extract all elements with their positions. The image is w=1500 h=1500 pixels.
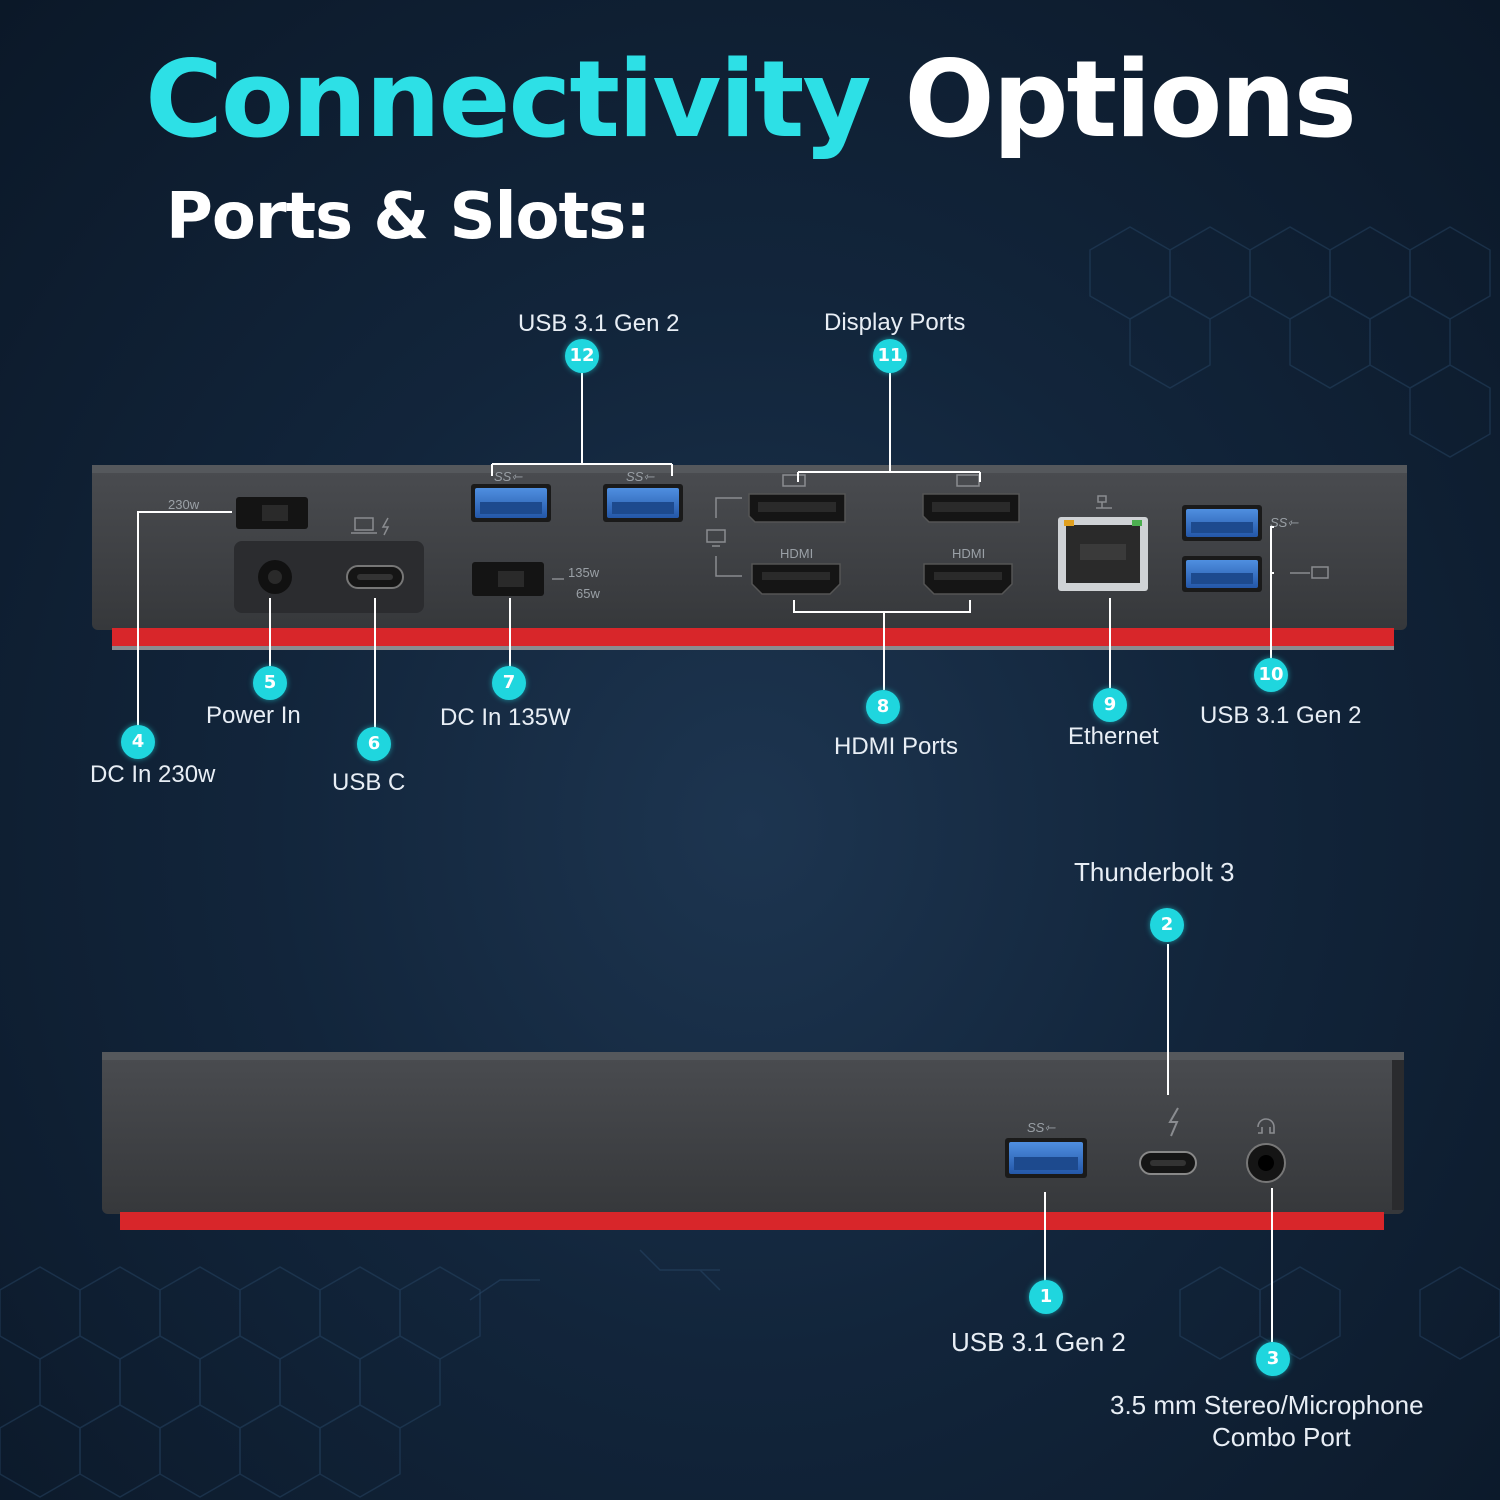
callout-badge-12: 12	[565, 339, 599, 373]
svg-text:SS⇽: SS⇽	[626, 469, 655, 484]
usb-port-12a	[471, 484, 551, 522]
rear-red-stripe	[112, 628, 1394, 646]
thunderbolt-port	[1139, 1151, 1197, 1175]
callout-label-thunderbolt-3: Thunderbolt 3	[1074, 857, 1235, 887]
title-accent: Connectivity	[145, 38, 871, 161]
callout-label-dc-in-230w: DC In 230w	[90, 761, 216, 788]
callout-badge-10: 10	[1254, 658, 1288, 692]
displayport-left	[748, 493, 846, 523]
callout-label-audio-line1: 3.5 mm Stereo/Microphone	[1110, 1390, 1424, 1420]
title-rest: Options	[904, 38, 1357, 161]
hdmi-port-right	[923, 563, 1013, 595]
callout-badge-8: 8	[866, 690, 900, 724]
callout-label-usb-3-1-gen-2-top: USB 3.1 Gen 2	[518, 310, 680, 337]
hdmi-port-left	[751, 563, 841, 595]
marking-230w: 230w	[168, 497, 200, 512]
svg-text:SS⇽: SS⇽	[494, 469, 523, 484]
laptop-icon	[351, 517, 377, 534]
network-icon	[1096, 495, 1112, 509]
callout-badge-7: 7	[492, 666, 526, 700]
callout-label-dc-in-135w: DC In 135W	[440, 704, 571, 731]
callout-label-usb-3-1-gen-2-right: USB 3.1 Gen 2	[1200, 702, 1362, 729]
callout-label-ethernet: Ethernet	[1068, 723, 1159, 750]
front-panel-body	[102, 1052, 1404, 1214]
callout-label-usb-3-1-gen-2-front: USB 3.1 Gen 2	[951, 1327, 1126, 1357]
ethernet-port	[1058, 517, 1148, 591]
audio-jack-port	[1246, 1143, 1286, 1183]
marking-65w: 65w	[576, 586, 600, 601]
callout-label-power-in: Power In	[206, 702, 301, 729]
callout-badge-3: 3	[1256, 1342, 1290, 1376]
rear-panel-device: 230w SS⇽ SS⇽ 135w 65w	[92, 465, 1407, 650]
callout-label-audio-line2: Combo Port	[1212, 1422, 1351, 1452]
callout-badge-11: 11	[873, 339, 907, 373]
callout-badge-2: 2	[1150, 908, 1184, 942]
svg-text:SS⇽: SS⇽	[1027, 1120, 1056, 1135]
callout-badge-4: 4	[121, 725, 155, 759]
front-usb-port	[1005, 1138, 1087, 1178]
usb-port-10b	[1182, 556, 1262, 592]
callout-badge-5: 5	[253, 666, 287, 700]
page-title: Connectivity Options	[0, 38, 1500, 161]
usb-port-12b	[603, 484, 683, 522]
headset-icon	[1257, 1118, 1275, 1134]
callout-badge-6: 6	[357, 727, 391, 761]
front-red-stripe	[120, 1212, 1384, 1230]
battery-icon	[1311, 566, 1329, 579]
callout-label-usb-c: USB C	[332, 769, 406, 796]
monitor-icon	[706, 497, 742, 577]
callout-label-display-ports: Display Ports	[824, 309, 966, 336]
marking-hdmi-left: HDMI	[780, 546, 813, 561]
callout-label-hdmi-ports: HDMI Ports	[834, 733, 959, 760]
svg-text:SS⇽: SS⇽	[1270, 515, 1299, 530]
marking-135w: 135w	[568, 565, 600, 580]
lightning-icon	[381, 517, 390, 536]
displayport-right	[922, 493, 1020, 523]
callout-lines	[137, 373, 1274, 1342]
usb-port-10a	[1182, 505, 1262, 541]
marking-hdmi-right: HDMI	[952, 546, 985, 561]
power-usbc-recess	[234, 541, 424, 613]
callout-badge-1: 1	[1029, 1280, 1063, 1314]
front-panel-device: SS⇽	[102, 1052, 1404, 1230]
thunderbolt-icon	[1168, 1107, 1179, 1137]
callout-badge-9: 9	[1093, 688, 1127, 722]
page-subtitle: Ports & Slots:	[166, 180, 651, 254]
